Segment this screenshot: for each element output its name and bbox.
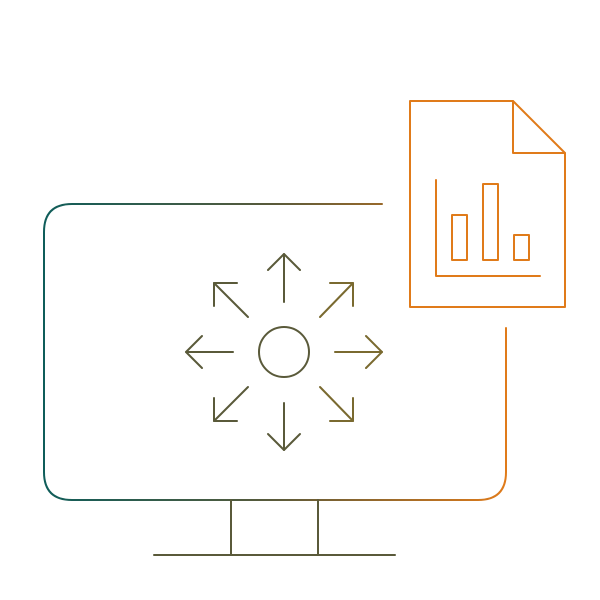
monitor-screen-outline: [43, 203, 507, 501]
bar-chart-icon: [435, 179, 541, 277]
arrow-down-right-icon: [319, 386, 354, 422]
document-outline: [409, 100, 566, 308]
chart-bar-1: [451, 214, 468, 261]
monitor-icon: [43, 203, 507, 501]
arrow-right-icon: [334, 335, 383, 369]
stand-icon: [153, 499, 396, 556]
arrow-up-left-icon: [213, 282, 249, 318]
chart-bar-3: [513, 234, 530, 261]
document-fold: [512, 100, 566, 154]
arrow-down-left-icon: [213, 386, 249, 422]
arrow-left-icon: [185, 335, 234, 369]
chart-bar-2: [482, 183, 499, 261]
center-circle-icon: [258, 326, 310, 378]
arrow-up-right-icon: [319, 282, 354, 318]
arrow-up-icon: [267, 253, 301, 303]
document-icon: [409, 100, 566, 308]
chart-axes: [435, 179, 541, 277]
expand-cluster-icon: [185, 253, 383, 451]
arrow-down-icon: [267, 402, 301, 451]
